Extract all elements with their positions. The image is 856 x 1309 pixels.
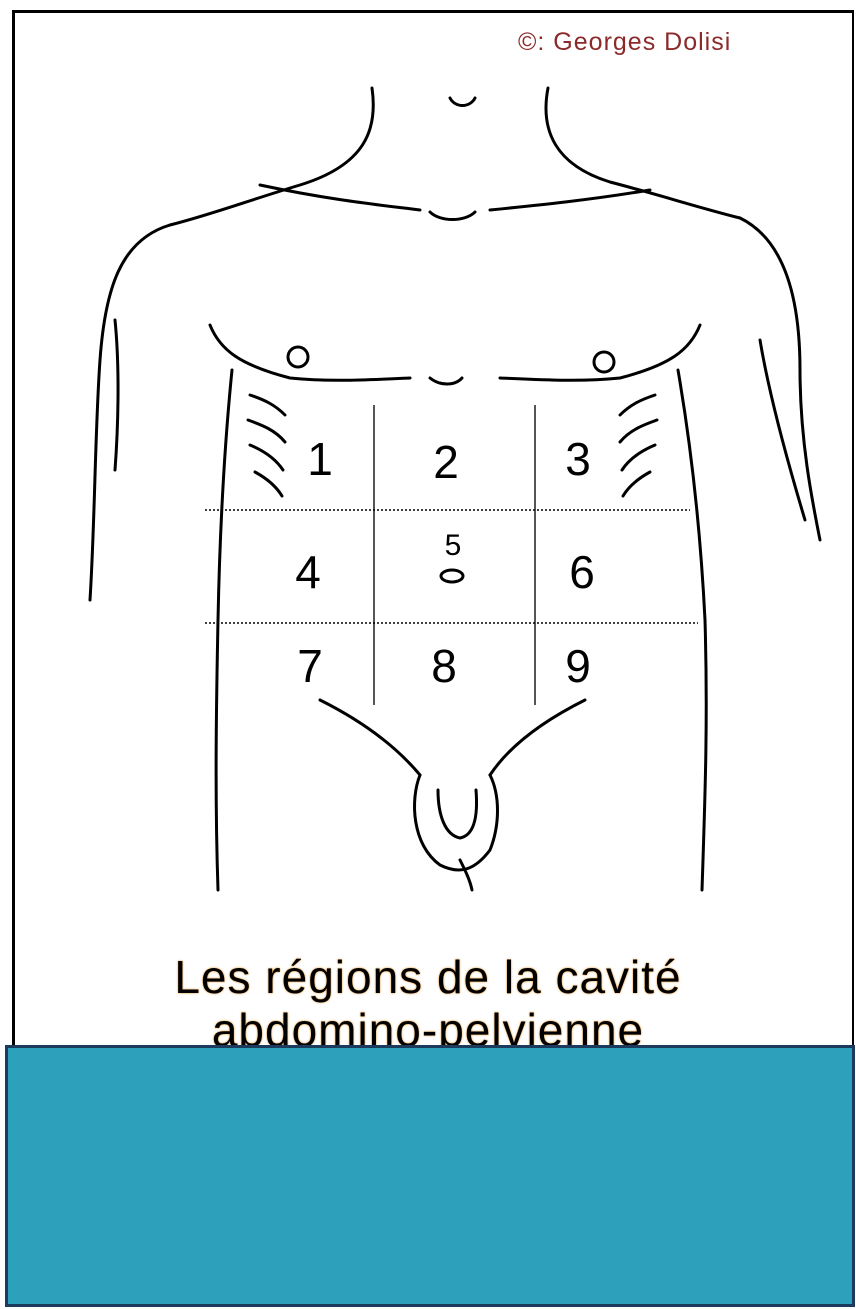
region-label-8: 8: [431, 640, 457, 692]
region-label-4: 4: [295, 546, 321, 598]
region-label-2: 2: [433, 436, 459, 488]
clavicle-right: [488, 188, 652, 212]
genital-lower: [458, 858, 474, 892]
left-flank: [214, 368, 234, 892]
copyright-credit: ©: Georges Dolisi: [518, 28, 732, 56]
groin-right: [488, 698, 587, 777]
left-inner-arm: [113, 318, 120, 472]
neck-left-outline: [168, 86, 375, 227]
sternal-notch: [428, 210, 477, 221]
region-label-1: 1: [307, 433, 333, 485]
throat-mark: [448, 96, 477, 107]
blue-banner-panel: [5, 1045, 855, 1307]
caption-line-1: Les régions de la cavité: [174, 951, 682, 1003]
genital-outline: [413, 773, 499, 872]
rib-left-2: [246, 418, 287, 444]
nipple-left: [286, 345, 310, 369]
region-label-7: 7: [297, 640, 323, 692]
pectoral-right: [498, 323, 702, 382]
right-flank: [676, 368, 708, 892]
region-label-3: 3: [565, 433, 591, 485]
rib-right-1: [618, 393, 657, 417]
rib-right-3: [620, 443, 657, 472]
rib-right-4: [621, 470, 652, 498]
neck-right-outline: [544, 86, 742, 220]
genital-inner: [436, 788, 479, 840]
figure-frame: [12, 10, 854, 1050]
pectoral-left: [208, 323, 412, 382]
right-shoulder-arm: [738, 216, 822, 542]
left-shoulder-arm: [88, 223, 172, 602]
groin-left: [318, 698, 422, 777]
rib-right-2: [618, 418, 659, 444]
xiphoid-mark: [428, 376, 464, 386]
nipple-right: [592, 350, 616, 374]
region-label-5: 5: [445, 529, 462, 562]
right-inner-arm: [758, 338, 807, 522]
region-label-9: 9: [565, 640, 591, 692]
rib-left-4: [253, 470, 284, 498]
navel: [439, 568, 465, 584]
clavicle-left: [258, 183, 422, 212]
region-label-6: 6: [569, 546, 595, 598]
rib-left-3: [248, 443, 285, 472]
rib-left-1: [248, 393, 287, 417]
